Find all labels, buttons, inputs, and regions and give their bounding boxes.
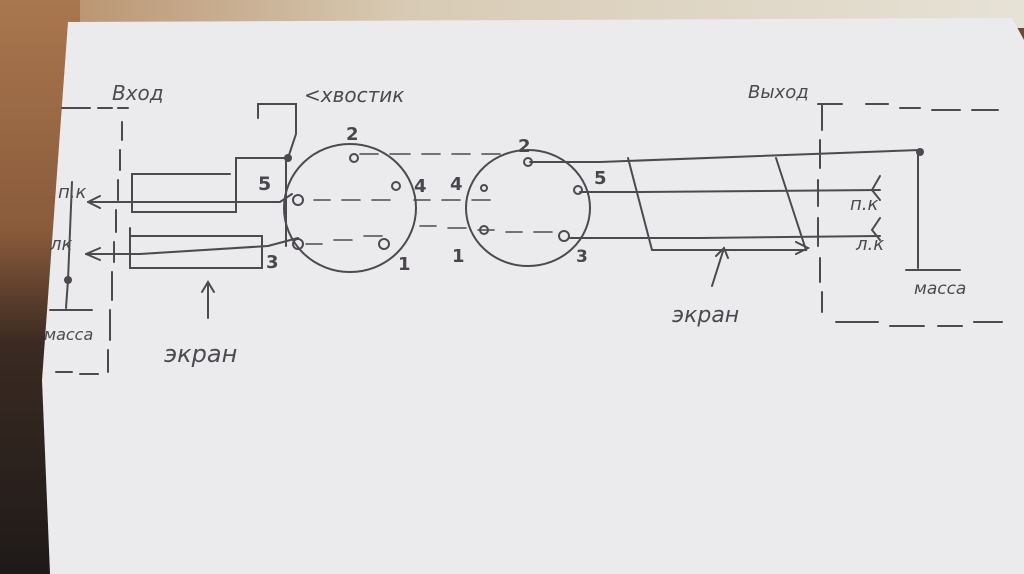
right-shield-label: экран: [672, 303, 739, 328]
right-junction-dot: [916, 148, 924, 156]
left-shield-loop: [131, 157, 289, 213]
right-ground-wire: [529, 149, 921, 163]
left-pin-number-5: 5: [258, 173, 271, 195]
left-pin1-hole: [378, 238, 390, 250]
left-shield-box: [129, 227, 263, 269]
right-pin-number-5: 5: [594, 168, 607, 189]
pencil-lines: [49, 103, 1003, 375]
left-junction-dot: [284, 154, 292, 162]
right-shield-box: [627, 157, 808, 251]
left-shield-label: экран: [164, 340, 237, 368]
output-boundary-vertical: [817, 103, 823, 313]
right-pin-number-4: 4: [450, 174, 463, 195]
input-label: Вход: [112, 81, 164, 105]
input-boundary-bottom: [55, 371, 99, 375]
right-pk-wire: [579, 189, 881, 193]
right-pin2-hole: [523, 157, 533, 167]
left-pin4-hole: [391, 181, 401, 191]
right-pin-number-3: 3: [576, 247, 588, 267]
right-pk-fork: [870, 175, 881, 201]
right-pin-number-2: 2: [518, 136, 531, 157]
left-pin2-hole: [349, 153, 359, 163]
right-pk-label: п.к: [850, 194, 878, 215]
right-pin4-hole: [480, 184, 488, 192]
paper-surface: [42, 18, 1024, 574]
right-lk-label: л.к: [855, 234, 884, 255]
left-pin-number-3: 3: [266, 252, 279, 273]
junction-dots: [64, 148, 924, 284]
left-pin-number-2: 2: [346, 124, 359, 145]
output-boundary-top: [817, 103, 999, 111]
left-ground-dot: [64, 276, 72, 284]
left-lk-label: лк: [49, 234, 73, 255]
left-ground-line: [67, 181, 73, 281]
left-pk-arrow: [87, 195, 101, 209]
right-shield-arrowhead: [795, 241, 811, 255]
left-pin3-hole: [292, 238, 304, 250]
left-ground-label: масса: [44, 325, 93, 344]
right-pin3-hole: [558, 230, 570, 242]
right-shield-pointer: [711, 246, 729, 287]
output-boundary-bottom: [835, 321, 1003, 327]
right-pin-number-1: 1: [452, 246, 465, 267]
right-pin1-hole: [479, 225, 489, 235]
left-pin-number-4: 4: [414, 176, 427, 197]
right-ground-label: масса: [914, 279, 966, 299]
left-lk-wire: [85, 237, 299, 255]
left-connector-circle: [283, 143, 417, 273]
left-pin-number-1: 1: [398, 254, 411, 275]
left-pk-label: п.к: [58, 182, 86, 203]
tail-wire: [257, 103, 297, 159]
input-boundary-vertical: [107, 121, 123, 373]
connector-pin-holes: [292, 153, 583, 250]
left-ground-drop: [65, 279, 69, 309]
tail-label: <хвостик: [304, 83, 404, 107]
output-label: Выход: [748, 82, 809, 103]
link-pin1: [419, 225, 553, 233]
right-connector-circle: [465, 149, 591, 267]
right-lk-wire: [569, 235, 881, 239]
link-pin3-left: [305, 235, 383, 245]
left-pk-wire: [87, 193, 293, 203]
left-shield-pointer: [201, 280, 215, 319]
right-lk-fork: [870, 217, 881, 241]
left-lk-arrow: [85, 247, 101, 261]
left-pin5-hole: [292, 194, 304, 206]
right-pin5-hole: [573, 185, 583, 195]
